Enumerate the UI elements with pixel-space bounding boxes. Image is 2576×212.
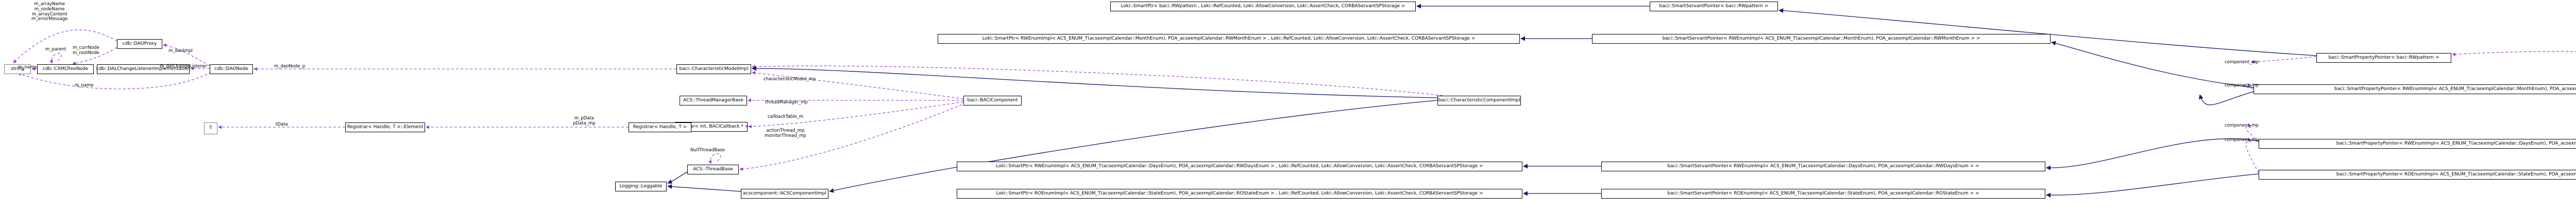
class-node-label: Registrar< Handle, T >::Element <box>347 125 423 130</box>
class-node-threadbase[interactable]: ACS::ThreadBase <box>687 165 739 174</box>
class-node-daoproxy[interactable]: cdb::DAOProxy <box>117 39 162 49</box>
edge-label-component_mp_2: component_mp <box>2225 83 2259 88</box>
class-node-loki_rwmonth[interactable]: Loki::SmartPtr< RWEnumImpl< ACS_ENUM_T(a… <box>938 34 1520 44</box>
class-node-dalchangelistener[interactable]: cdb::DALChangeListenerImplementation <box>96 64 191 74</box>
class-node-label: ACS::ThreadBase <box>693 167 733 172</box>
class-node-spp_rwdays[interactable]: baci::SmartPropertyPointer< RWEnumImpl< … <box>2259 139 2576 149</box>
class-node-label: baci::SmartPropertyPointer< RWEnumImpl< … <box>2334 86 2576 92</box>
edge-label-m_name_bottom: m_name <box>75 83 94 88</box>
class-node-registrar_handle[interactable]: Registrar< Handle, T > <box>629 122 691 132</box>
edge-label-m_daonode_p: m_daoNode_p <box>274 64 306 69</box>
class-node-label: string <box>11 66 24 72</box>
class-node-label: Logging::Loggable <box>619 184 663 189</box>
class-node-charcomponentimpl[interactable]: baci::CharacteristicComponentImpl <box>1437 96 1521 105</box>
class-node-ssp_rwpattern[interactable]: baci::SmartServantPointer< baci::RWpatte… <box>1650 2 1778 11</box>
class-node-label: cdb::CXMLTreeNode <box>42 66 89 72</box>
class-node-T[interactable]: T <box>204 122 217 134</box>
class-node-label: baci::CharacteristicComponentImpl <box>1438 98 1520 103</box>
class-node-label: cdb::DAONode <box>214 66 248 72</box>
edge-label-m_name_top: m_name <box>18 65 37 70</box>
class-node-label: Loki::SmartPtr< ROEnumImpl< ACS_ENUM_T(a… <box>996 191 1483 196</box>
edge-label-m_dalchange: m_dalChangeListener <box>160 64 208 69</box>
edge-label-component_mp_1: component_mp <box>2225 60 2259 65</box>
class-node-label: ACS::ThreadManagerBase <box>683 98 743 103</box>
class-node-label: cdb::DAOProxy <box>122 41 157 46</box>
class-node-label: Registrar< Handle, T > <box>633 125 687 130</box>
class-node-charmodelimpl[interactable]: baci::CharacteristicModelImpl <box>676 64 751 74</box>
class-node-label: baci::CharacteristicModelImpl <box>679 66 749 72</box>
class-node-daonode[interactable]: cdb::DAONode <box>210 64 253 74</box>
class-node-spp_rostate[interactable]: baci::SmartPropertyPointer< ROEnumImpl< … <box>2259 170 2576 180</box>
class-node-threadmanager[interactable]: ACS::ThreadManagerBase <box>680 96 747 105</box>
class-node-ssp_rwdays[interactable]: baci::SmartServantPointer< RWEnumImpl< A… <box>1601 162 2045 171</box>
class-node-label: acscomponent::ACSComponentImpl <box>743 191 827 196</box>
edge-label-characteristicmodel_mp: characteristicModel_mp <box>764 77 816 82</box>
class-node-loggable[interactable]: Logging::Loggable <box>615 182 667 191</box>
class-node-label: baci::SmartPropertyPointer< baci::RWpatt… <box>2328 55 2439 60</box>
class-node-loki_rwdays[interactable]: Loki::SmartPtr< RWEnumImpl< ACS_ENUM_T(a… <box>957 162 1522 171</box>
class-node-loki_rostate[interactable]: Loki::SmartPtr< ROEnumImpl< ACS_ENUM_T(a… <box>957 189 1522 199</box>
edge-label-threadmanager_mp: threadManager_mp <box>765 100 808 105</box>
class-node-spp_rwmonth[interactable]: baci::SmartPropertyPointer< RWEnumImpl< … <box>2253 84 2576 94</box>
class-node-label: T <box>209 126 212 131</box>
class-node-label: Loki::SmartPtr< baci::RWpattern , Loki::… <box>1121 4 1405 9</box>
class-node-ssp_rwmonth[interactable]: baci::SmartServantPointer< RWEnumImpl< A… <box>1592 34 2050 44</box>
class-node-registrar_element[interactable]: Registrar< Handle, T >::Element <box>345 122 425 132</box>
class-node-ssp_rostate[interactable]: baci::SmartServantPointer< ROEnumImpl< A… <box>1601 189 2045 199</box>
class-node-label: baci::SmartPropertyPointer< RWEnumImpl< … <box>2336 141 2576 146</box>
class-node-acscomponentimpl[interactable]: acscomponent::ACSComponentImpl <box>741 189 828 199</box>
class-node-label: baci::SmartServantPointer< RWEnumImpl< A… <box>1667 164 1979 169</box>
class-node-label: Loki::SmartPtr< RWEnumImpl< ACS_ENUM_T(a… <box>996 164 1483 169</box>
class-node-string[interactable]: string <box>4 64 31 74</box>
class-node-label: Loki::SmartPtr< RWEnumImpl< ACS_ENUM_T(a… <box>982 36 1476 41</box>
class-node-cxmltreenode[interactable]: cdb::CXMLTreeNode <box>37 64 94 74</box>
class-node-label: baci::BACIComponent <box>967 98 1018 103</box>
class-node-bacicomponent[interactable]: baci::BACIComponent <box>963 96 1022 105</box>
edge-label-callbacktable_m: callbackTable_m <box>768 114 804 119</box>
edge-label-m_daoimpl: m_daoImpl <box>168 48 193 54</box>
edge-label-component_mp_3: component_mp <box>2225 123 2259 128</box>
class-node-label: baci::SmartPropertyPointer< ROEnumImpl< … <box>2336 172 2576 177</box>
class-node-loki_rwpattern[interactable]: Loki::SmartPtr< baci::RWpattern , Loki::… <box>1110 2 1416 11</box>
class-node-label: baci::SmartServantPointer< RWEnumImpl< A… <box>1662 36 1980 41</box>
edge-label-tdata: tData <box>276 122 288 127</box>
edge-label-m_parent: m_parent <box>45 47 66 52</box>
class-node-label: Registrar< int, BACICallback * > <box>673 124 749 129</box>
edge-label-nullthreadbase: NullThreadBase <box>690 148 725 153</box>
class-node-label: baci::SmartServantPointer< baci::RWpatte… <box>1659 4 1769 9</box>
class-node-label: baci::SmartServantPointer< ROEnumImpl< A… <box>1667 191 1979 196</box>
class-node-label: cdb::DALChangeListenerImplementation <box>96 66 191 72</box>
edge-label-component_mp_4: component_mp <box>2225 137 2259 143</box>
class-node-spp_rwpattern[interactable]: baci::SmartPropertyPointer< baci::RWpatt… <box>2316 53 2451 63</box>
